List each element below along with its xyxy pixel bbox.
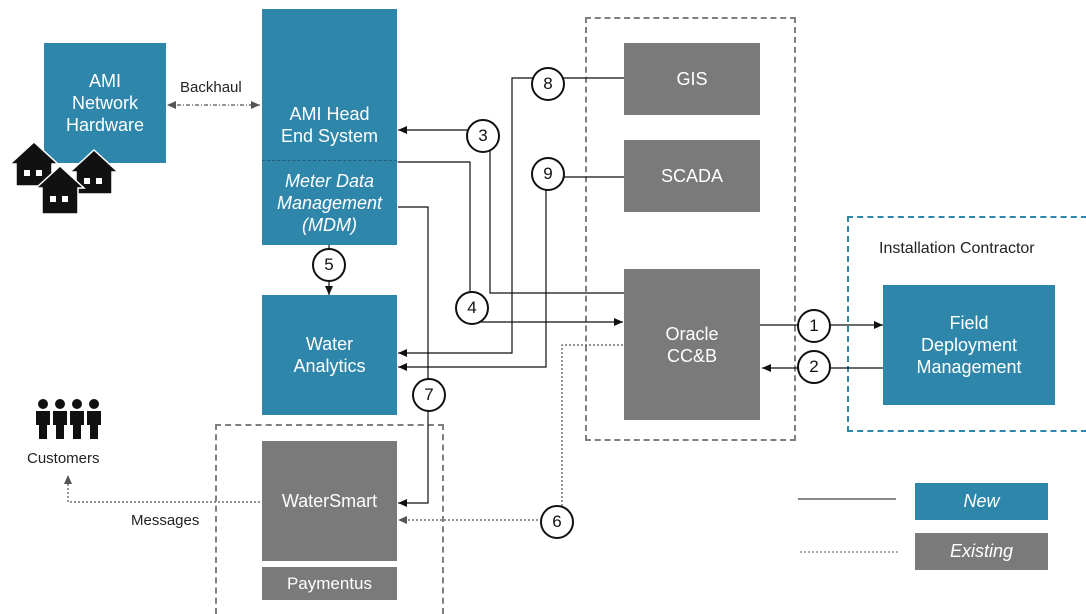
field-deployment-box: Field Deployment Management xyxy=(883,285,1055,405)
oracle-line2: CC&B xyxy=(666,345,717,366)
legend-new-label: New xyxy=(963,491,1000,511)
flow-9-line xyxy=(398,176,625,371)
step-5-circle: 5 xyxy=(312,248,346,282)
customers-icon xyxy=(36,399,101,439)
gis-box: GIS xyxy=(624,43,760,115)
oracle-line1: Oracle xyxy=(665,323,719,344)
gis-label: GIS xyxy=(676,69,708,89)
legend-existing-box: Existing xyxy=(915,533,1048,570)
mdm-line2: Management xyxy=(276,193,383,213)
watersmart-box: WaterSmart xyxy=(262,441,397,561)
scada-label: SCADA xyxy=(660,166,723,186)
mdm-box: Meter Data Management (MDM) xyxy=(262,160,397,245)
step-6-circle: 6 xyxy=(540,505,574,539)
legend-existing-label: Existing xyxy=(949,541,1014,561)
step-2-circle: 2 xyxy=(797,350,831,384)
messages-line xyxy=(64,475,260,503)
field-line1: Field xyxy=(949,313,989,333)
watersmart-frame xyxy=(215,424,444,614)
analytics-line1: Water xyxy=(305,334,354,354)
step-3-circle: 3 xyxy=(466,119,500,153)
field-line2: Deployment xyxy=(920,335,1018,355)
messages-label: Messages xyxy=(131,512,200,529)
flow-8-line xyxy=(398,77,625,357)
legend-new-box: New xyxy=(915,483,1048,520)
water-analytics-box: Water Analytics xyxy=(262,295,397,415)
installation-contractor-label: Installation Contractor xyxy=(879,240,1035,257)
step-9-circle: 9 xyxy=(531,157,565,191)
ami-network-hardware-box: AMI Network Hardware xyxy=(44,43,166,163)
installation-contractor-frame xyxy=(847,216,1086,432)
scada-box: SCADA xyxy=(624,140,760,212)
customers-label: Customers xyxy=(27,450,100,467)
ami-hw-line3: Hardware xyxy=(65,115,145,135)
ami-head-end-box: AMI Head End System xyxy=(262,9,397,161)
oracle-ccb-box: Oracle CC&B xyxy=(624,269,760,420)
ami-he-line1: AMI Head xyxy=(289,104,370,124)
step-7-circle: 7 xyxy=(412,378,446,412)
ami-he-line2: End System xyxy=(280,126,379,146)
paymentus-label: Paymentus xyxy=(286,573,373,593)
ami-hw-line1: AMI xyxy=(88,71,121,91)
watersmart-label: WaterSmart xyxy=(281,491,378,511)
field-line3: Management xyxy=(916,357,1022,377)
flow-7-line xyxy=(398,206,429,507)
analytics-line2: Analytics xyxy=(293,356,366,376)
paymentus-box: Paymentus xyxy=(262,567,397,600)
flow-6-line xyxy=(398,344,623,524)
ami-hw-line2: Network xyxy=(71,93,138,113)
step-8-circle: 8 xyxy=(531,67,565,101)
step-1-circle: 1 xyxy=(797,309,831,343)
backhaul-label: Backhaul xyxy=(180,79,242,96)
houses-icon xyxy=(8,140,120,215)
flow-4-line xyxy=(389,158,623,326)
mdm-line3: (MDM) xyxy=(302,215,357,235)
step-4-circle: 4 xyxy=(455,291,489,325)
mdm-line1: Meter Data xyxy=(284,171,375,191)
